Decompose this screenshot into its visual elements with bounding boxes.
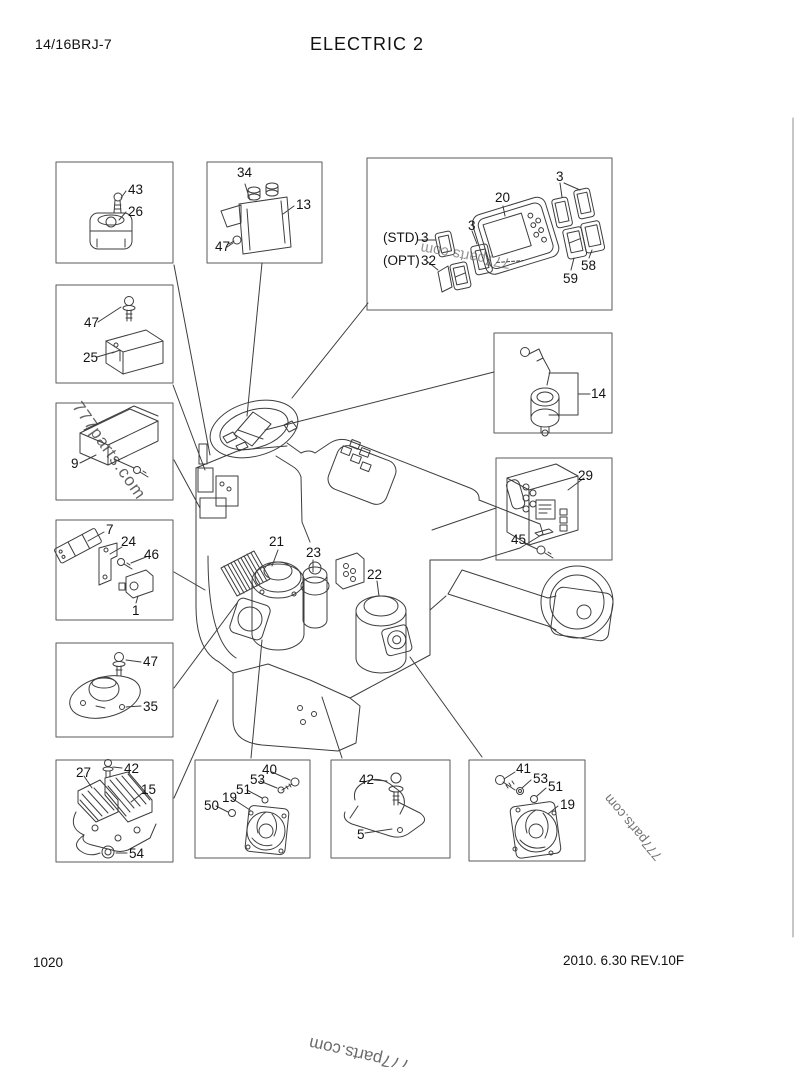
part-key-switch-14 xyxy=(521,348,591,437)
callout-43: 43 xyxy=(128,182,144,197)
callout-27: 27 xyxy=(76,765,92,780)
callout-54: 54 xyxy=(129,846,145,861)
part-switch-58 xyxy=(580,220,605,253)
part-bolt-46 xyxy=(118,559,133,570)
part-component-1 xyxy=(119,570,153,598)
callout-3-mid: 3 xyxy=(468,218,476,233)
leaders-pedal-box xyxy=(84,767,145,853)
callout-26: 26 xyxy=(128,204,144,219)
callout-22: 22 xyxy=(367,567,383,582)
callout-20: 20 xyxy=(495,190,511,205)
leaders-7-24-46-1 xyxy=(88,532,146,603)
callout-59: 59 xyxy=(563,271,579,286)
leaders-fan-left xyxy=(216,772,290,812)
callout-50: 50 xyxy=(204,798,220,813)
part-bolt-47a xyxy=(123,297,135,322)
callout-47-contactor: 47 xyxy=(215,239,231,254)
leaders-42-5 xyxy=(365,780,392,833)
part-bezels-3-top xyxy=(551,188,595,229)
model-code: 14/16BRJ-7 xyxy=(35,36,112,52)
truck-drawing xyxy=(196,391,614,751)
callout-45: 45 xyxy=(511,532,527,547)
leaders-fan-right xyxy=(504,772,558,814)
part-bezel-3-mid xyxy=(470,243,493,275)
callout-5: 5 xyxy=(357,827,365,842)
callout-24: 24 xyxy=(121,534,137,549)
callout-51-left: 51 xyxy=(236,782,252,797)
part-bezel-3-std xyxy=(435,231,456,258)
leaders-47-25 xyxy=(97,307,121,357)
callout-3-top: 3 xyxy=(556,169,564,184)
part-box-9 xyxy=(80,406,158,477)
callout-53-left: 53 xyxy=(250,772,266,787)
part-fuse-7 xyxy=(54,528,102,564)
callout-19-left: 19 xyxy=(222,790,238,805)
callout-opt: (OPT) xyxy=(383,253,420,268)
part-bolt-47b xyxy=(113,653,125,677)
leaders-9 xyxy=(80,455,134,468)
part-display-20 xyxy=(470,195,561,277)
callout-13: 13 xyxy=(296,197,312,212)
part-horn-5 xyxy=(344,773,424,837)
callout-34: 34 xyxy=(237,165,253,180)
callout-1: 1 xyxy=(132,603,140,618)
leader-lines xyxy=(173,263,496,798)
part-switch-32-opt xyxy=(438,261,472,292)
callout-47-relay: 47 xyxy=(84,315,100,330)
callout-std: (STD) xyxy=(383,230,419,245)
callout-opt-32: 32 xyxy=(421,253,437,268)
part-screw-45 xyxy=(537,546,553,558)
part-pedal-assy xyxy=(73,760,156,859)
leaders-34-13-47 xyxy=(229,184,294,244)
callout-51-right: 51 xyxy=(548,779,564,794)
part-bracket-24 xyxy=(99,543,117,585)
callout-53-right: 53 xyxy=(533,771,549,786)
callout-std-3: 3 xyxy=(421,230,429,245)
callout-58: 58 xyxy=(581,258,597,273)
page-number: 1020 xyxy=(33,955,64,970)
callout-41: 41 xyxy=(516,761,532,776)
callout-14: 14 xyxy=(591,386,607,401)
callout-19-right: 19 xyxy=(560,797,576,812)
part-bolt-43 xyxy=(114,193,122,213)
callout-21: 21 xyxy=(269,534,285,549)
part-contactor-13 xyxy=(221,183,291,254)
callout-7: 7 xyxy=(106,522,114,537)
page-title: ELECTRIC 2 xyxy=(310,34,425,54)
part-controller-29 xyxy=(505,464,578,545)
callout-23: 23 xyxy=(306,545,322,560)
part-fan-19-right xyxy=(496,776,562,859)
callout-47-horn: 47 xyxy=(143,654,159,669)
part-horn-35 xyxy=(65,669,145,725)
callout-25: 25 xyxy=(83,350,99,365)
part-nut-26 xyxy=(90,213,132,249)
part-fan-19-left xyxy=(229,778,300,855)
leaders-display-box xyxy=(418,183,592,270)
part-relay-25 xyxy=(106,330,163,374)
callout-9: 9 xyxy=(71,456,79,471)
detail-box-frames xyxy=(56,158,612,862)
callout-42-horn: 42 xyxy=(359,772,375,787)
callout-40: 40 xyxy=(262,762,278,777)
callout-42-pedal: 42 xyxy=(124,761,140,776)
leaders-43-26 xyxy=(119,191,126,220)
callout-29: 29 xyxy=(578,468,594,483)
callout-15: 15 xyxy=(141,782,157,797)
leaders-47-35 xyxy=(126,660,141,707)
callout-35: 35 xyxy=(143,699,159,714)
revision-date: 2010. 6.30 REV.10F xyxy=(563,953,685,968)
callout-46: 46 xyxy=(144,547,160,562)
part-switch-59 xyxy=(562,226,587,259)
